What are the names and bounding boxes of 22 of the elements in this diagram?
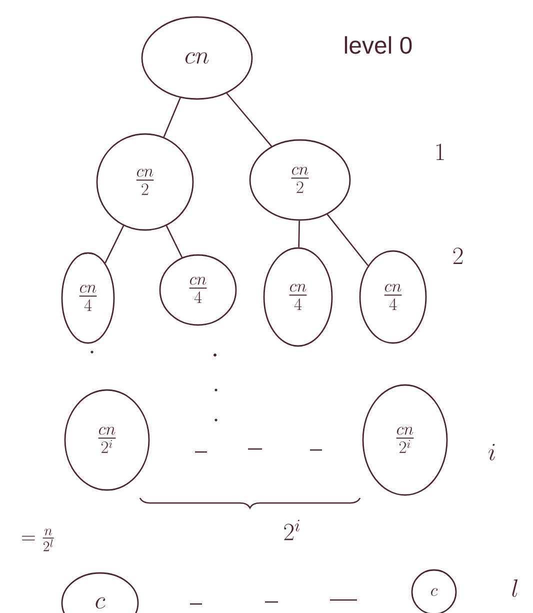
level-label: $l$ bbox=[512, 579, 518, 597]
ellipse-node: $\frac{cn}{4}$ bbox=[263, 247, 333, 347]
tree-edge bbox=[326, 214, 369, 266]
level-label: $i$ bbox=[488, 444, 495, 460]
ellipse-node: $\frac{cn}{4}$ bbox=[159, 254, 237, 326]
tree-edge bbox=[298, 220, 300, 248]
tree-edge bbox=[163, 98, 181, 138]
ellipse-node: $\frac{cn}{2^i}$ bbox=[64, 389, 150, 491]
ellipse-node: $\frac{cn}{2^i}$ bbox=[362, 384, 448, 496]
level-label: $1$ bbox=[436, 144, 444, 160]
level-label: level 0 bbox=[344, 36, 412, 54]
level-label: $= \frac{n}{2^l}$ bbox=[22, 528, 54, 552]
tree-edge bbox=[226, 92, 272, 147]
ellipse-node: $cn$ bbox=[141, 16, 253, 100]
ellipse-node: $\frac{cn}{4}$ bbox=[61, 252, 115, 344]
level-label: $2^i$ bbox=[284, 520, 300, 540]
tree-edge bbox=[104, 225, 124, 264]
tree-edge bbox=[166, 225, 183, 258]
ellipse-node: $\frac{cn}{2}$ bbox=[249, 139, 351, 221]
level-label: $2$ bbox=[453, 248, 463, 264]
ellipse-node: $\frac{cn}{2}$ bbox=[96, 133, 194, 231]
ellipse-node: $\frac{cn}{4}$ bbox=[359, 250, 427, 344]
